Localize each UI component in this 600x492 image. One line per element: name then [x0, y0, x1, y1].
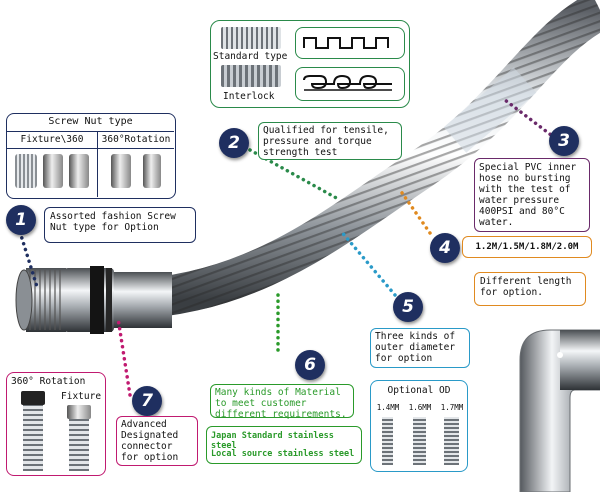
badge-5: 5 [393, 292, 423, 322]
od-title: Optional OD [387, 385, 451, 396]
badge-3: 3 [549, 126, 579, 156]
connector-panel: 360° Rotation Fixture [6, 372, 106, 476]
callout-3: Special PVC inner hose no bursting with … [474, 158, 590, 232]
od-hose-1 [382, 417, 393, 465]
badge-4: 4 [430, 233, 460, 263]
interlock-label: Interlock [223, 91, 275, 102]
callout-1: Assorted fashion Screw Nut type for Opti… [44, 207, 196, 243]
material-note: Many kinds of Material to meet customer … [210, 384, 354, 420]
badge-7: 7 [132, 386, 162, 416]
nut-thumb-4 [111, 154, 131, 188]
length-note: Different length for option. [474, 272, 586, 306]
leader-7 [116, 316, 132, 397]
standard-type-label: Standard type [213, 51, 288, 62]
leader-5 [338, 228, 397, 297]
standard-profile-icon [303, 37, 389, 49]
od-hose-3 [444, 417, 459, 465]
leader-4 [398, 188, 432, 235]
material-2: Local source stainless steel [211, 449, 355, 459]
badge-1: 1 [6, 205, 36, 235]
nut-thumb-2 [43, 154, 63, 188]
od-size-2: 1.6MM [408, 403, 432, 412]
rotation-connector-thumb [21, 391, 45, 405]
rotation-connector-hose [23, 405, 43, 471]
material-1: Japan Standard stainless steel [211, 431, 334, 451]
screw-nut-title: Screw Nut type [48, 116, 133, 127]
od-note: Three kinds of outer diameter for option [370, 328, 470, 368]
nut-thumb-3 [69, 154, 89, 188]
badge-2: 2 [219, 128, 249, 158]
screw-nut-col-fixture: Fixture\360 [20, 134, 84, 145]
od-panel: Optional OD 1.4MM 1.6MM 1.7MM [370, 380, 468, 472]
fixture-connector-hose [69, 419, 89, 471]
interlock-profile-box [295, 67, 405, 101]
fixture-connector-thumb [67, 405, 91, 419]
left-connector [15, 266, 172, 334]
od-size-1: 1.4MM [376, 403, 400, 412]
standard-profile-box [295, 27, 405, 59]
standard-hose-thumb [221, 27, 281, 49]
od-size-3: 1.7MM [440, 403, 464, 412]
material-panel: Japan Standard stainless steel Local sou… [206, 426, 362, 464]
screw-nut-col-rotation: 360°Rotation [101, 134, 171, 145]
hose-type-panel: Standard type Interlock [210, 20, 410, 108]
screw-nut-panel: Screw Nut type Fixture\360 360°Rotation [6, 113, 176, 199]
interlock-hose-thumb [221, 65, 281, 87]
nut-thumb-1 [15, 154, 37, 188]
leader-3 [503, 98, 557, 140]
length-sizes: 1.2M/1.5M/1.8M/2.0M [462, 236, 592, 258]
elbow-connector [519, 329, 600, 492]
interlock-profile-icon [303, 74, 392, 91]
nut-thumb-5 [143, 154, 161, 188]
fixture-label: Fixture [61, 391, 102, 402]
badge-6: 6 [295, 350, 325, 380]
rotation-label: 360° Rotation [11, 376, 86, 387]
connector-note: Advanced Designated connector for option [116, 416, 198, 466]
callout-2: Qualified for tensile, pressure and torq… [258, 122, 402, 160]
od-hose-2 [413, 417, 426, 465]
leader-1 [18, 230, 40, 292]
